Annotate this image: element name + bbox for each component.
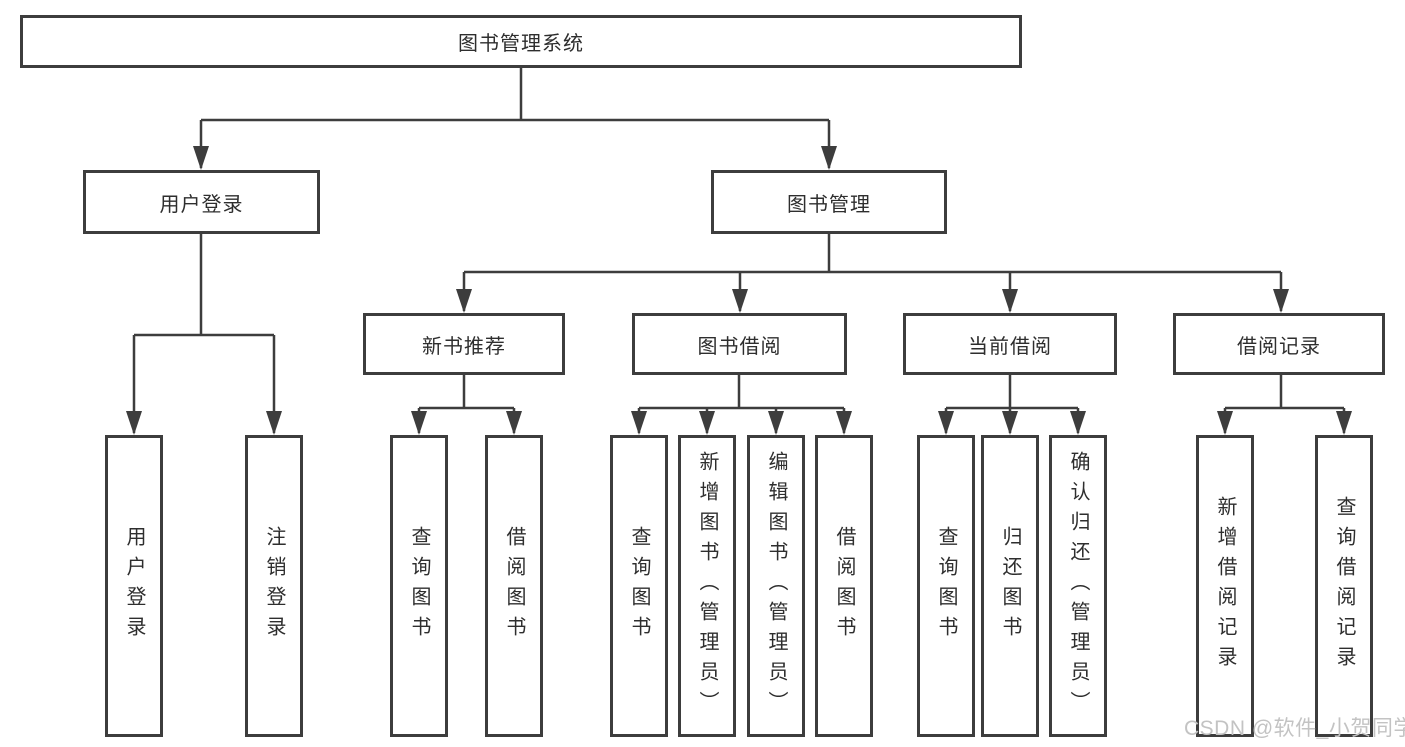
- node-borrow-records: 借阅记录: [1173, 313, 1385, 375]
- leaf-confirm-return-admin: 确认归还（管理员）: [1049, 435, 1107, 737]
- arrowhead: [1002, 411, 1018, 435]
- node-label: 当前借阅: [968, 335, 1052, 358]
- node-label: 新增借阅记录: [1214, 496, 1236, 676]
- arrowhead: [126, 411, 142, 435]
- arrowhead: [732, 289, 748, 313]
- node-label: 注销登录: [263, 526, 285, 646]
- arrowhead: [193, 146, 209, 170]
- node-label: 查询图书: [628, 526, 650, 646]
- node-label: 图书管理系统: [458, 33, 584, 55]
- leaf-borrow-book: 借阅图书: [815, 435, 873, 737]
- node-label: 查询借阅记录: [1333, 496, 1355, 676]
- arrowhead: [1217, 411, 1233, 435]
- node-label: 借阅图书: [833, 526, 855, 646]
- node-label: 查询图书: [408, 526, 430, 646]
- leaf-current-query-book: 查询图书: [917, 435, 975, 737]
- node-label: 图书借阅: [697, 335, 782, 358]
- node-book-borrow: 图书借阅: [632, 313, 847, 375]
- arrowhead: [411, 411, 427, 435]
- arrowhead: [1002, 289, 1018, 313]
- node-label: 用户登录: [123, 526, 145, 646]
- connector-book-borrow-children: [637, 375, 846, 433]
- leaf-edit-book-admin: 编辑图书（管理员）: [747, 435, 805, 737]
- watermark: CSDN @软件_小贺同学: [1184, 717, 1405, 740]
- node-label: 借阅图书: [503, 526, 525, 646]
- node-root: 图书管理系统: [20, 15, 1022, 68]
- node-label: 确认归还（管理员）: [1067, 451, 1089, 721]
- node-current-borrow: 当前借阅: [903, 313, 1117, 375]
- arrowhead: [631, 411, 647, 435]
- arrowhead: [836, 411, 852, 435]
- arrowhead: [938, 411, 954, 435]
- arrowhead: [456, 289, 472, 313]
- node-user-login: 用户登录: [83, 170, 320, 234]
- arrowhead: [768, 411, 784, 435]
- leaf-return-book: 归还图书: [981, 435, 1039, 737]
- arrowhead: [699, 411, 715, 435]
- node-label: 查询图书: [935, 526, 957, 646]
- node-label: 归还图书: [999, 526, 1021, 646]
- node-label: 图书管理: [787, 193, 871, 216]
- leaf-logout: 注销登录: [245, 435, 303, 737]
- connector-book-management-children: [462, 234, 1283, 311]
- node-new-book-recommend: 新书推荐: [363, 313, 565, 375]
- node-label: 新书推荐: [422, 335, 506, 358]
- leaf-add-borrow-record: 新增借阅记录: [1196, 435, 1254, 737]
- leaf-add-book-admin: 新增图书（管理员）: [678, 435, 736, 737]
- node-label: 用户登录: [159, 193, 244, 216]
- node-label: 新增图书（管理员）: [696, 451, 718, 721]
- leaf-recommend-borrow-book: 借阅图书: [485, 435, 543, 737]
- leaf-query-borrow-record: 查询借阅记录: [1315, 435, 1373, 737]
- connector-borrow-records-children: [1223, 375, 1346, 433]
- leaf-recommend-query-book: 查询图书: [390, 435, 448, 737]
- leaf-user-login: 用户登录: [105, 435, 163, 737]
- arrowhead: [821, 146, 837, 170]
- arrowhead: [506, 411, 522, 435]
- arrowhead: [1336, 411, 1352, 435]
- connector-root-to-level2: [199, 68, 831, 168]
- connector-new-book-recommend-children: [417, 375, 516, 433]
- leaf-borrow-query-book: 查询图书: [610, 435, 668, 737]
- arrowhead: [266, 411, 282, 435]
- node-label: 借阅记录: [1237, 335, 1321, 358]
- node-book-management: 图书管理: [711, 170, 947, 234]
- arrowhead: [1273, 289, 1289, 313]
- arrowhead: [1070, 411, 1086, 435]
- node-label: 编辑图书（管理员）: [765, 451, 787, 721]
- connector-user-login-children: [132, 234, 276, 433]
